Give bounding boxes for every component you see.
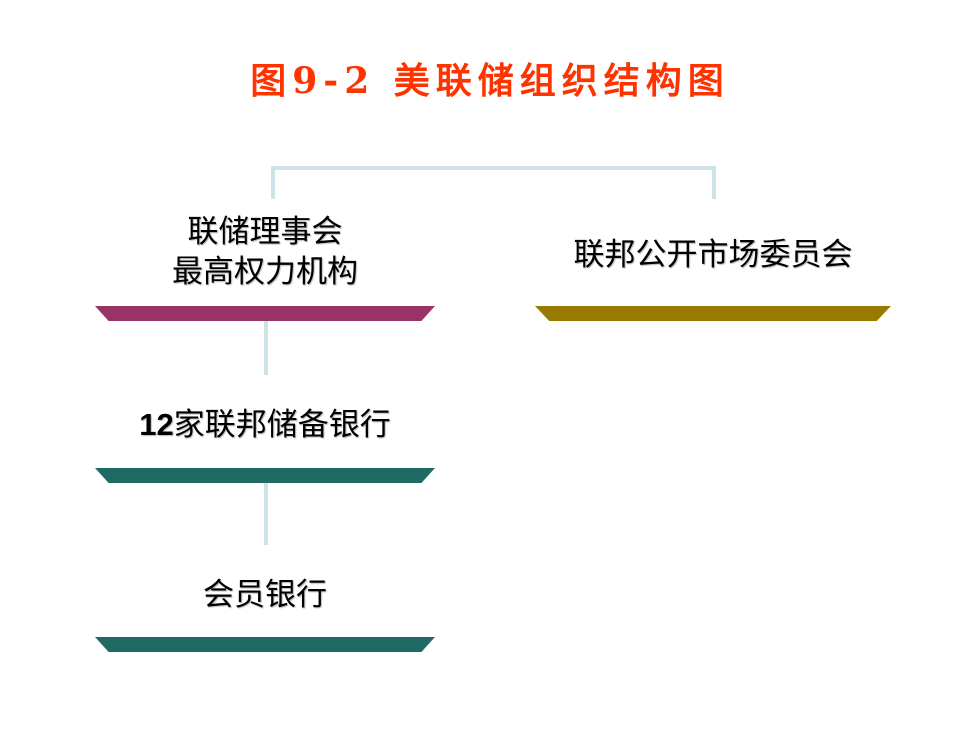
reserve-banks-text: 家联邦储备银行 bbox=[173, 407, 391, 443]
page-title: 图9-2 美联储组织结构图 bbox=[250, 60, 730, 102]
top-bracket-connector bbox=[271, 166, 716, 199]
board-bar bbox=[95, 306, 435, 321]
reserve-banks-count: 12 bbox=[139, 407, 174, 442]
board-of-governors-label: 联储理事会 最高权力机构 bbox=[95, 212, 435, 292]
reserve-banks-bar bbox=[95, 468, 435, 483]
member-banks-label: 会员银行 bbox=[203, 577, 327, 613]
board-label-line1: 联储理事会 bbox=[187, 214, 343, 250]
reserve-banks-label: 12家联邦储备银行 bbox=[95, 405, 435, 445]
fomc-bar bbox=[535, 306, 891, 321]
board-label-line2: 最高权力机构 bbox=[172, 254, 358, 290]
member-banks-bar bbox=[95, 637, 435, 652]
fomc-label: 联邦公开市场委员会 bbox=[573, 237, 853, 273]
